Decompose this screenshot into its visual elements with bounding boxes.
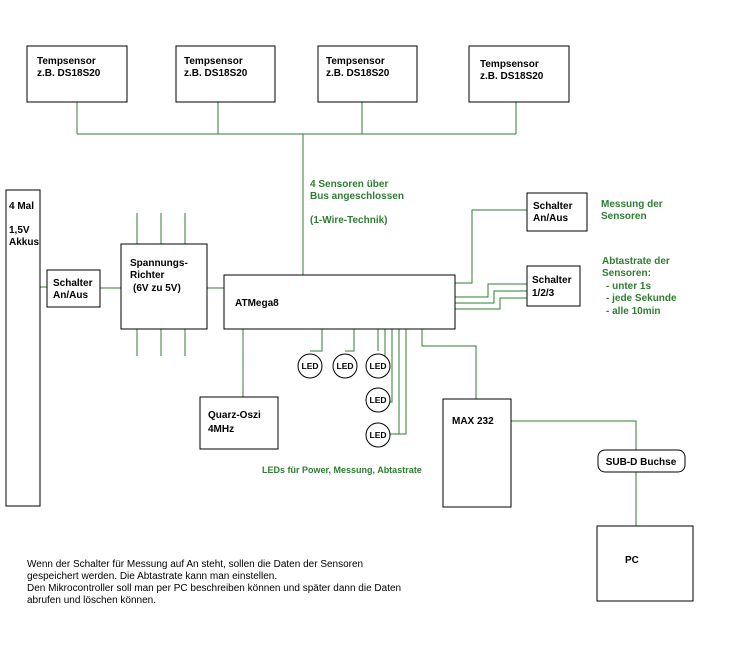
wires: [40, 102, 637, 526]
rate-switch: Schalter 1/2/3: [526, 265, 581, 307]
led-5: LED: [365, 422, 391, 448]
battery-line3: Akkus: [9, 237, 39, 248]
voltage-regulator: Spannungs- Richter (6V zu 5V): [120, 243, 208, 330]
description-line4: abrufen und löschen können.: [27, 595, 156, 606]
led-2: LED: [332, 353, 358, 379]
regulator-line3: (6V zu 5V): [133, 283, 181, 294]
led-1: LED: [297, 353, 323, 379]
battery-line2: 1,5V: [9, 225, 30, 236]
tempsensor-4: Tempsensor z.B. DS18S20: [468, 45, 570, 103]
description: Wenn der Schalter für Messung auf An ste…: [27, 559, 401, 606]
measure-note-line2: Sensoren: [601, 211, 647, 222]
regulator-line1: Spannungs-: [130, 258, 188, 269]
tempsensor-4-line2: z.B. DS18S20: [480, 71, 544, 82]
led-3: LED: [365, 353, 391, 379]
rate-note-line1: Abtastrate der: [602, 256, 670, 267]
battery-pack: 4 Mal 1,5V Akkus: [5, 189, 41, 507]
bus-note-line1: 4 Sensoren über: [310, 179, 388, 190]
bus-note-line3: (1-Wire-Technik): [310, 215, 388, 226]
rate-switch-line1: Schalter: [532, 275, 572, 286]
measure-switch: Schalter An/Aus: [526, 192, 588, 232]
battery-line1: 4 Mal: [9, 201, 34, 212]
description-line3: Den Mikrocontroller soll man per PC besc…: [27, 583, 401, 594]
measure-note-line1: Messung der: [601, 199, 663, 210]
subd-label: SUB-D Buchse: [606, 457, 677, 468]
max232-label: MAX 232: [452, 416, 494, 427]
mcu-label: ATMega8: [235, 298, 279, 309]
rate-note-line4: - jede Sekunde: [606, 293, 677, 304]
rate-note-line5: - alle 10min: [606, 306, 660, 317]
description-line1: Wenn der Schalter für Messung auf An ste…: [27, 559, 363, 570]
tempsensor-2-line1: Tempsensor: [184, 56, 243, 67]
tempsensor-1-line2: z.B. DS18S20: [37, 68, 101, 79]
power-switch: Schalter An/Aus: [46, 269, 101, 308]
led-4-label: LED: [370, 395, 387, 405]
bus-note: 4 Sensoren über Bus angeschlossen (1-Wir…: [310, 179, 404, 226]
crystal-line1: Quarz-Oszi: [208, 410, 261, 421]
tempsensor-2: Tempsensor z.B. DS18S20: [175, 45, 276, 103]
led-1-label: LED: [302, 361, 319, 371]
rate-switch-line2: 1/2/3: [532, 288, 555, 299]
tempsensor-3-line1: Tempsensor: [326, 56, 385, 67]
max232-chip: MAX 232: [442, 398, 512, 508]
rate-note-line2: Sensoren:: [602, 268, 651, 279]
tempsensor-1-line1: Tempsensor: [37, 56, 96, 67]
measure-note: Messung der Sensoren: [601, 199, 663, 222]
rate-note: Abtastrate der Sensoren: - unter 1s - je…: [602, 256, 677, 317]
atmega8-mcu: ATMega8: [223, 274, 456, 330]
power-switch-line1: Schalter: [53, 278, 93, 289]
tempsensor-3-line2: z.B. DS18S20: [326, 68, 390, 79]
led-5-label: LED: [370, 430, 387, 440]
power-switch-line2: An/Aus: [53, 290, 88, 301]
led-3-label: LED: [370, 361, 387, 371]
subd-connector: SUB-D Buchse: [597, 449, 686, 473]
crystal-line2: 4MHz: [208, 424, 234, 435]
regulator-line2: Richter: [130, 270, 165, 281]
measure-switch-line1: Schalter: [533, 201, 573, 212]
tempsensor-1: Tempsensor z.B. DS18S20: [26, 45, 128, 103]
bus-note-line2: Bus angeschlossen: [310, 191, 404, 202]
pc-box: PC: [596, 525, 694, 602]
crystal-oscillator: Quarz-Oszi 4MHz: [199, 396, 279, 450]
led-4: LED: [365, 387, 391, 413]
led-note: LEDs für Power, Messung, Abtastrate: [262, 465, 422, 475]
rate-note-line3: - unter 1s: [606, 281, 651, 292]
tempsensor-3: Tempsensor z.B. DS18S20: [317, 45, 418, 103]
description-line2: gespeichert werden. Die Abtastrate kann …: [27, 571, 277, 582]
tempsensor-2-line2: z.B. DS18S20: [184, 68, 248, 79]
led-2-label: LED: [337, 361, 354, 371]
pc-label: PC: [625, 555, 639, 566]
measure-switch-line2: An/Aus: [533, 213, 568, 224]
tempsensor-4-line1: Tempsensor: [480, 59, 539, 70]
